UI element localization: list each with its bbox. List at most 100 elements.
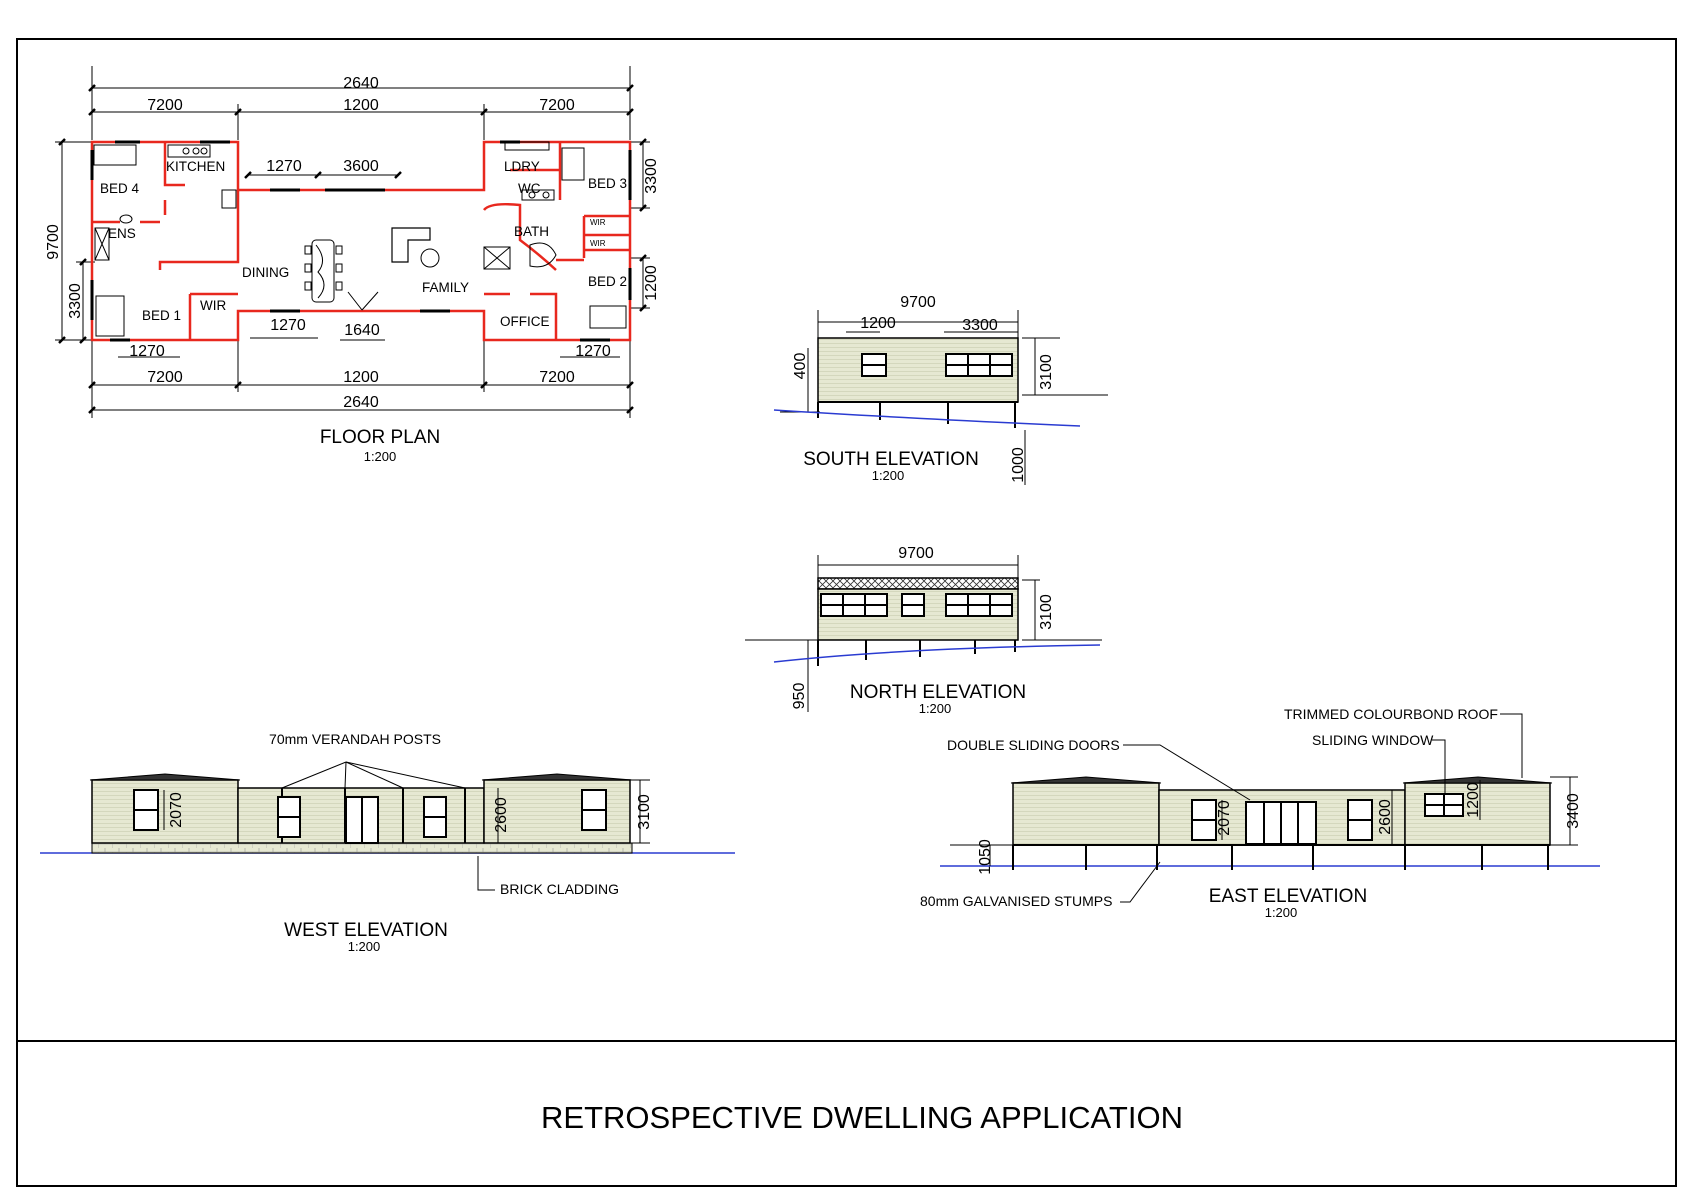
west-note-posts: 70mm VERANDAH POSTS <box>269 731 441 747</box>
dim-right-mid: 1200 <box>643 265 660 301</box>
north-elevation: 9700 3100 950 NORTH ELEVATION 1:200 <box>745 545 1102 716</box>
north-ground-line <box>773 644 1101 663</box>
west-brick-base <box>91 842 633 854</box>
dim-top-left: 7200 <box>147 97 183 114</box>
dim-south-floor: 400 <box>792 353 809 380</box>
room-bed4: BED 4 <box>100 181 140 196</box>
west-windows <box>133 789 607 844</box>
dim-west-wall: 2600 <box>493 797 510 833</box>
dim-north-width: 9700 <box>898 545 934 562</box>
room-wc: WC <box>518 181 541 196</box>
floor-plan-room-labels: BED 4 KITCHEN ENS BED 1 WIR DINING FAMIL… <box>100 159 627 329</box>
dim-win-bot-a: 1270 <box>270 317 306 334</box>
floor-plan-furniture <box>93 141 627 337</box>
sheet-title: RETROSPECTIVE DWELLING APPLICATION <box>541 1100 1183 1135</box>
dim-top-total: 2640 <box>343 75 379 92</box>
room-bed2: BED 2 <box>588 274 627 289</box>
east-note-doors: DOUBLE SLIDING DOORS <box>947 737 1120 753</box>
dim-east-height: 3400 <box>1565 793 1582 829</box>
west-title: WEST ELEVATION <box>284 920 448 941</box>
north-title: NORTH ELEVATION <box>850 682 1026 703</box>
dim-east-win: 2070 <box>1216 800 1233 836</box>
north-elevation-dims <box>745 555 1102 712</box>
south-elevation-dims <box>780 310 1108 485</box>
south-title: SOUTH ELEVATION <box>803 449 979 470</box>
east-title: EAST ELEVATION <box>1209 886 1367 907</box>
room-kitchen: KITCHEN <box>166 159 225 174</box>
room-dining: DINING <box>242 265 289 280</box>
north-stumps <box>817 640 1016 666</box>
west-elevation: 2070 2600 3100 70mm VERANDAH POSTS BRICK… <box>40 731 735 954</box>
dim-east-wall: 2600 <box>1377 799 1394 835</box>
east-elevation: 2070 2600 1200 3400 1050 TRIMMED COLOURB… <box>920 706 1600 920</box>
dim-win-bot-left: 1270 <box>129 343 165 360</box>
west-roofs <box>89 773 633 781</box>
dim-west-height: 3100 <box>636 794 653 830</box>
room-wir1: WIR <box>200 298 226 313</box>
room-wir-b: WIR <box>590 239 606 248</box>
dim-bottom-left: 7200 <box>147 369 183 386</box>
dim-top-mid: 1200 <box>343 97 379 114</box>
dim-bottom-mid: 1200 <box>343 369 379 386</box>
south-ground-line <box>773 409 1081 427</box>
south-windows <box>861 353 1013 377</box>
dim-win-bot-right: 1270 <box>575 343 611 360</box>
sheet-border <box>16 38 1677 1187</box>
floor-plan-dimension-labels: 2640 7200 1200 7200 7200 1200 7200 2640 … <box>45 75 660 411</box>
north-windows <box>820 593 1013 617</box>
dim-left-total: 9700 <box>45 224 62 260</box>
west-scale: 1:200 <box>348 939 381 954</box>
west-dim-labels: 2070 2600 3100 <box>168 792 653 833</box>
dim-south-ground: 1000 <box>1010 447 1027 483</box>
east-roofs <box>1010 776 1553 784</box>
room-family: FAMILY <box>422 280 469 295</box>
room-bed1: BED 1 <box>142 308 181 323</box>
floor-plan: BED 4 KITCHEN ENS BED 1 WIR DINING FAMIL… <box>45 66 660 464</box>
dim-south-win-a: 1200 <box>860 315 896 332</box>
room-wir-a: WIR <box>590 218 606 227</box>
dim-south-win-b: 3300 <box>962 317 998 334</box>
dim-south-height: 3100 <box>1038 354 1055 390</box>
dim-west-win: 2070 <box>168 792 185 828</box>
floor-plan-title: FLOOR PLAN <box>320 427 440 448</box>
room-bed3: BED 3 <box>588 176 627 191</box>
east-note-roof: TRIMMED COLOURBOND ROOF <box>1284 706 1498 722</box>
room-bath: BATH <box>514 224 549 239</box>
dim-bottom-total: 2640 <box>343 394 379 411</box>
east-windows <box>1191 793 1464 845</box>
east-dims <box>950 713 1578 903</box>
floor-plan-dimension-ticks <box>58 84 647 414</box>
dim-right-upper: 3300 <box>643 158 660 194</box>
dim-east-win-h: 1200 <box>1465 782 1482 818</box>
dim-south-width: 9700 <box>900 294 936 311</box>
room-office: OFFICE <box>500 314 550 329</box>
room-ldry: LDRY <box>504 159 540 174</box>
east-note-window: SLIDING WINDOW <box>1312 732 1434 748</box>
room-ens: ENS <box>108 226 136 241</box>
dim-bottom-right: 7200 <box>539 369 575 386</box>
east-scale: 1:200 <box>1265 905 1298 920</box>
dim-left-lower: 3300 <box>67 283 84 319</box>
dim-win-top-a: 1270 <box>266 158 302 175</box>
dim-east-floor: 1050 <box>977 839 994 875</box>
north-dim-labels: 9700 3100 950 <box>791 545 1055 709</box>
north-scale: 1:200 <box>919 701 952 716</box>
south-dim-labels: 9700 1200 3300 400 3100 1000 <box>792 294 1055 483</box>
north-verandah-lattice <box>817 577 1019 590</box>
dim-door-bot: 1640 <box>344 322 380 339</box>
south-scale: 1:200 <box>872 468 905 483</box>
dim-north-height: 3100 <box>1038 594 1055 630</box>
east-dim-labels: 2070 2600 1200 3400 1050 <box>977 782 1582 875</box>
south-elevation: 9700 1200 3300 400 3100 1000 SOUTH ELEVA… <box>773 294 1108 485</box>
west-dims <box>163 761 650 891</box>
dim-win-top-b: 3600 <box>343 158 379 175</box>
west-note-cladding: BRICK CLADDING <box>500 881 619 897</box>
floor-plan-walls <box>90 140 632 342</box>
dim-north-ground: 950 <box>791 683 808 710</box>
east-note-stumps: 80mm GALVANISED STUMPS <box>920 893 1112 909</box>
floor-plan-dimension-lines <box>55 66 650 418</box>
floor-plan-scale: 1:200 <box>364 449 397 464</box>
floor-plan-windows <box>90 140 632 342</box>
dim-top-right: 7200 <box>539 97 575 114</box>
